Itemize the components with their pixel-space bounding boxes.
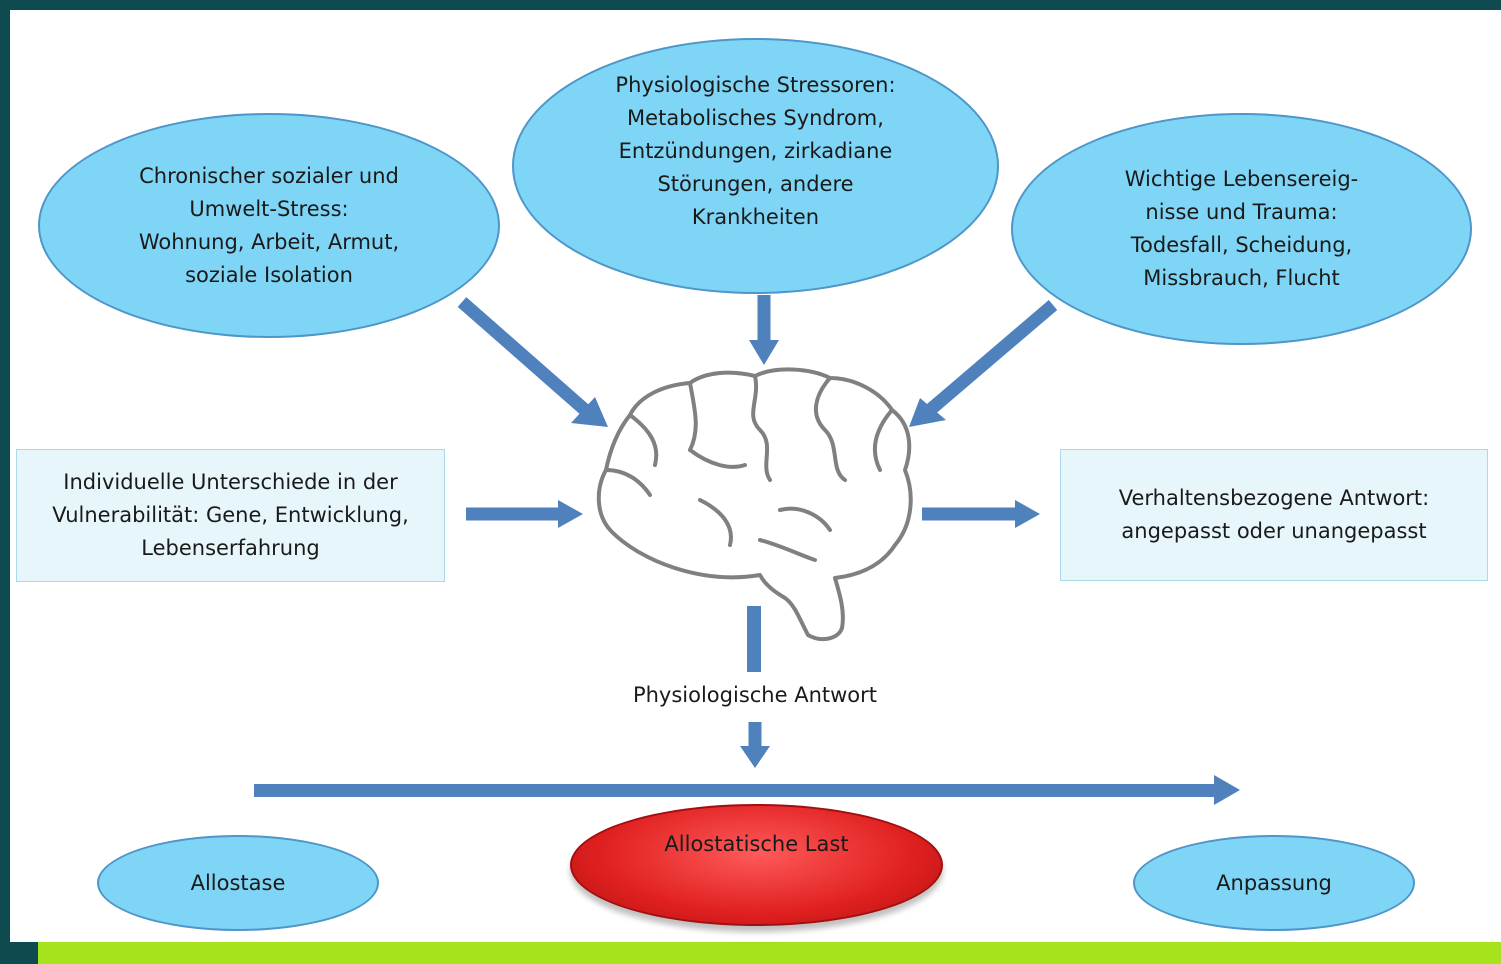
node-social-stress-text: Chronischer sozialer und Umwelt-Stress: … [138,163,400,287]
node-life-events-text: Wichtige Lebensereig- nisse und Trauma: … [1124,167,1359,290]
node-social-stress: Chronischer sozialer und Umwelt-Stress: … [38,113,500,338]
node-adaptation: Anpassung [1133,835,1415,931]
node-life-events: Wichtige Lebensereig- nisse und Trauma: … [1011,113,1472,345]
node-vulnerability: Individuelle Unterschiede in der Vulnera… [16,449,445,582]
arrow-continuum [254,775,1240,805]
node-allostase-text: Allostase [190,870,286,895]
arrow-social-to-brain [457,297,608,427]
arrow-brain-stem [747,606,761,672]
arrow-physio-to-brain [749,295,779,365]
arrow-physio-down [740,722,770,768]
node-allostatic-load-text: Allostatische Last [664,832,849,856]
node-behavioral-response-text: Verhaltensbezogene Antwort: angepasst od… [1118,486,1430,543]
node-adaptation-text: Anpassung [1216,870,1332,895]
frame-corner [0,942,38,964]
brain-icon [596,367,913,642]
node-physiological-stressors-text: Physiologische Stressoren: Metabolisches… [615,72,896,229]
node-behavioral-response: Verhaltensbezogene Antwort: angepasst od… [1060,449,1488,581]
node-allostase: Allostase [97,835,379,931]
node-vulnerability-text: Individuelle Unterschiede in der Vulnera… [52,470,409,560]
accent-bar [38,942,1501,964]
arrow-events-to-brain [909,300,1058,427]
label-physiological-response: Physiologische Antwort [632,683,878,707]
node-allostatic-load: Allostatische Last [570,804,943,926]
node-physiological-stressors: Physiologische Stressoren: Metabolisches… [512,38,999,294]
arrow-vulnerability-to-brain [466,500,583,528]
arrow-brain-to-behavior [922,500,1040,528]
